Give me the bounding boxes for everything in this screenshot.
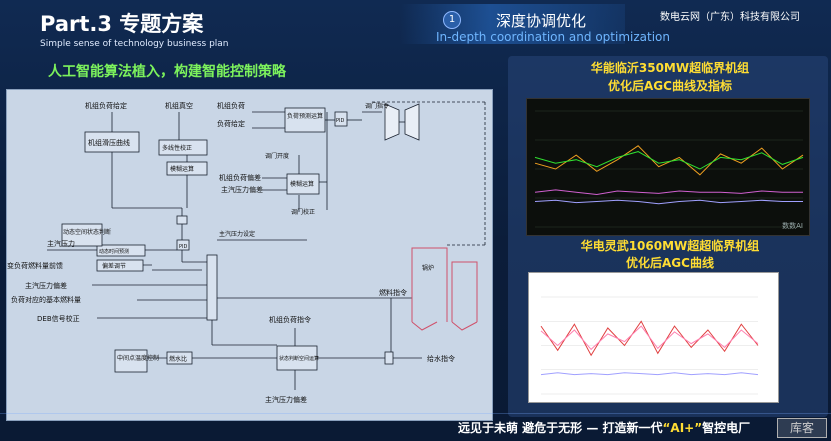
label-load-given: 负荷给定 (217, 119, 245, 128)
label-fuzzy-calc-2: 模糊运算 (290, 180, 314, 188)
label-state-space: 状态判断空间运算 (279, 355, 319, 362)
chart2-title-line1: 华电灵武1060MW超超临界机组 (580, 239, 760, 253)
diagram-blocks (61, 107, 394, 373)
chart2-title-line2: 优化后AGC曲线 (626, 256, 714, 270)
agc-chart-linyi: 数数AI (526, 98, 810, 236)
label-sliding-pressure: 机组滑压曲线 (88, 138, 130, 147)
label-var-load-ff: 变负荷燃料量前馈 (7, 261, 63, 270)
label-feedwater-cmd: 给水指令 (427, 354, 455, 363)
footer-text-q: “AI+” (662, 421, 703, 435)
label-unit-vacuum: 机组真空 (165, 101, 193, 110)
control-strategy-diagram: 机组负荷给定 机组滑压曲线 机组真空 多线性校正 模糊运算 机组负荷 负荷给定 … (6, 89, 493, 421)
label-base-fuel: 负荷对应的基本燃料量 (11, 295, 81, 304)
agc-chart-linyi-canvas (534, 110, 804, 228)
label-pid-top: PID (336, 118, 344, 124)
diagram-canvas: 机组负荷给定 机组滑压曲线 机组真空 多线性校正 模糊运算 机组负荷 负荷给定 … (7, 101, 486, 404)
label-ms-press-dev-3: 主汽压力偏差 (265, 395, 307, 404)
label-valve-correct: 调门校正 (291, 208, 315, 216)
watermark-stamp: 库客 (777, 418, 827, 438)
diagram-labels: 机组负荷给定 机组滑压曲线 机组真空 多线性校正 模糊运算 机组负荷 负荷给定 … (7, 101, 455, 404)
label-ms-press-dev-1: 主汽压力偏差 (221, 185, 263, 194)
footer-text-b: 智控电厂 (702, 421, 751, 435)
label-ms-press-dev-2: 主汽压力偏差 (25, 281, 67, 290)
label-multi-linear: 多线性校正 (162, 144, 192, 152)
slide-subtitle: 人工智能算法植入，构建智能控制策略 (48, 64, 286, 80)
series-line-1 (540, 325, 759, 351)
chart1-title-line2: 优化后AGC曲线及指标 (608, 79, 732, 93)
turbine-icon (384, 103, 420, 141)
series-line-2 (540, 372, 759, 376)
label-unit-load-set: 机组负荷给定 (85, 101, 127, 110)
label-mid-temp: 中间点温度控制 (117, 354, 159, 362)
footer-slogan: 远见于未萌 避危于无形 — 打造新一代“AI+”智控电厂 (458, 419, 750, 436)
label-ms-press: 主汽压力 (47, 239, 75, 248)
label-bias-adjust: 偏差调节 (102, 262, 126, 270)
label-ms-press-set: 主汽压力设定 (219, 230, 255, 238)
label-fuel-cmd: 燃料指令 (379, 288, 407, 297)
label-load-cmd: 机组负荷指令 (269, 315, 311, 324)
company-name: 数电云网（广东）科技有限公司 (660, 12, 800, 23)
label-fuzzy-calc-1: 模糊运算 (170, 165, 194, 173)
section-title: 深度协调优化 (496, 12, 587, 30)
label-deb-correct: DEB信号校正 (37, 314, 80, 323)
label-load-dev: 机组负荷偏差 (219, 173, 261, 182)
part-subtitle: Simple sense of technology business plan (40, 39, 229, 49)
chart1-watermark: 数数AI (782, 222, 803, 230)
label-valve-open: 调门开度 (265, 152, 289, 160)
part-title: Part.3 专题方案 (40, 12, 204, 36)
label-fuel-water: 燃水比 (169, 355, 187, 363)
series-line-0 (534, 145, 804, 176)
chart1-title-line1: 华能临沂350MW超临界机组 (590, 61, 750, 75)
footer-text-a: 远见于未萌 避危于无形 — 打造新一代 (458, 421, 663, 435)
label-dyn-space: 动态空间状态判断 (63, 228, 111, 236)
footer-divider (0, 413, 831, 414)
section-number-badge: 1 (443, 11, 461, 29)
label-unit-load: 机组负荷 (217, 101, 245, 110)
series-line-3 (534, 199, 803, 205)
section-title-en: In-depth coordination and optimization (436, 30, 670, 44)
agc-chart-lingwu-canvas (540, 296, 759, 395)
agc-chart-lingwu (528, 272, 779, 403)
boiler-icon (411, 247, 478, 331)
label-valve-cmd: 调门指令 (365, 102, 389, 110)
label-boiler: 锅炉 (422, 264, 434, 272)
series-line-0 (540, 320, 759, 357)
label-dyn-time: 动态时间预测 (99, 248, 129, 255)
series-line-1 (534, 151, 804, 170)
label-pid-mid: PID (179, 244, 187, 250)
series-line-2 (534, 189, 803, 196)
label-load-forecast: 负荷预测运算 (287, 112, 323, 120)
diagram-dashed-lines (372, 101, 486, 246)
header-band (400, 4, 625, 44)
